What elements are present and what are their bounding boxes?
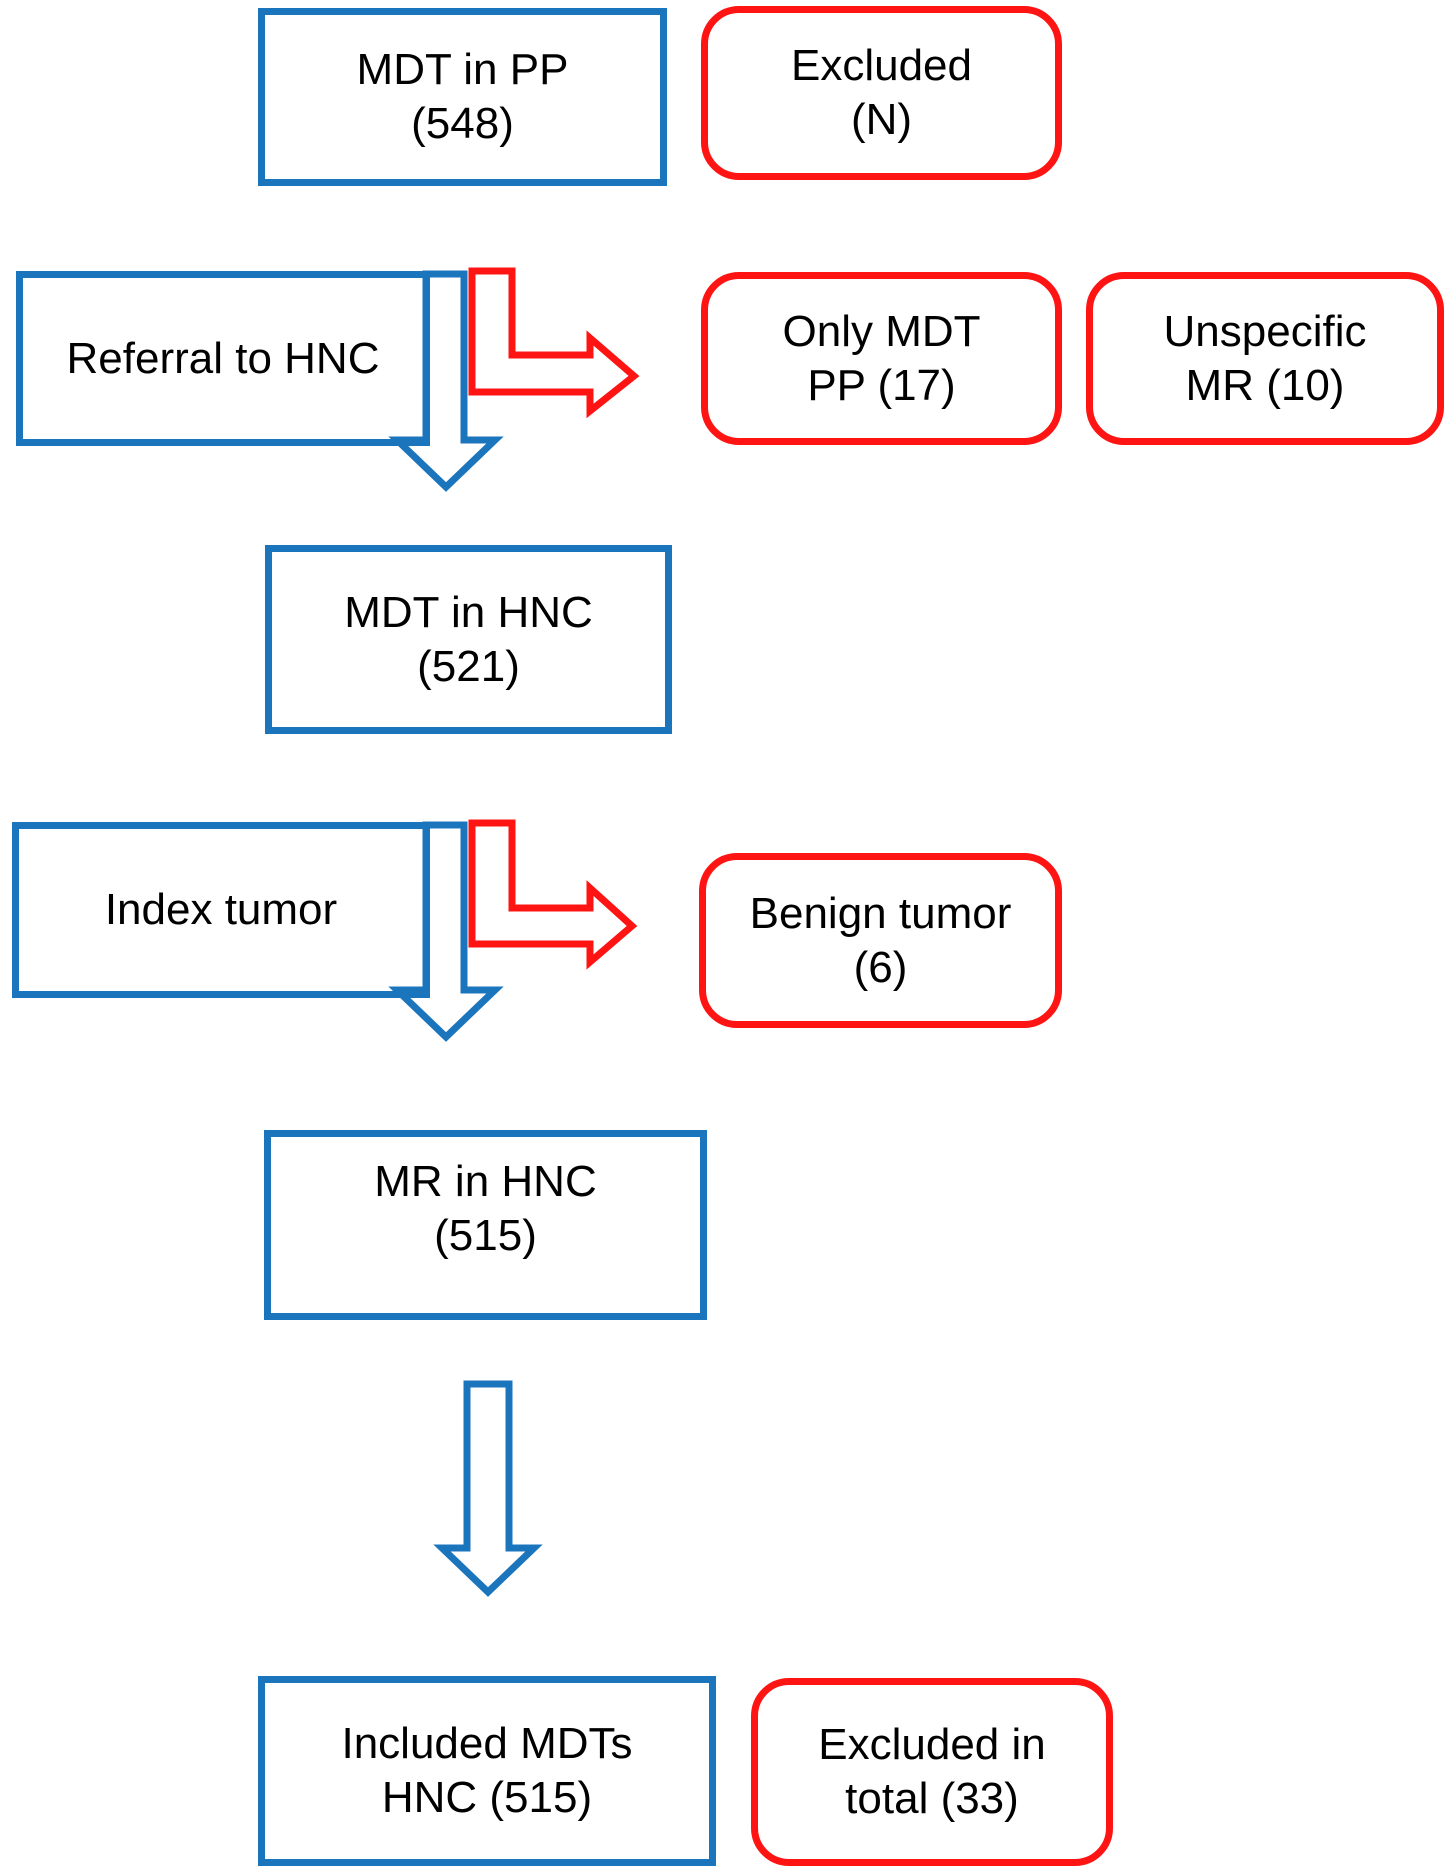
right-arrow-1 [468, 267, 640, 419]
box-index-tumor-label: Index tumor [104, 885, 338, 934]
down-arrow-2 [388, 821, 504, 1042]
box-benign-tumor: Benign tumor (6) [699, 853, 1062, 1028]
right-arrow-2 [468, 819, 638, 970]
box-excluded-n: Excluded (N) [701, 6, 1062, 180]
box-unspecific-mr-label: Unspecific MR (10) [1163, 306, 1367, 410]
box-mdt-in-hnc: MDT in HNC (521) [265, 545, 672, 734]
box-included-mdts-hnc-label: Included MDTs HNC (515) [341, 1719, 633, 1822]
box-only-mdt-pp-label: Only MDT PP (17) [782, 306, 981, 410]
box-index-tumor: Index tumor [12, 822, 430, 998]
box-only-mdt-pp: Only MDT PP (17) [701, 272, 1062, 445]
box-excluded-in-total-label: Excluded in total (33) [818, 1720, 1046, 1823]
box-unspecific-mr: Unspecific MR (10) [1086, 272, 1444, 445]
box-mr-in-hnc-label: MR in HNC (515) [374, 1157, 597, 1260]
box-referral-to-hnc: Referral to HNC [16, 271, 430, 446]
box-mdt-in-pp-label: MDT in PP (548) [356, 45, 569, 148]
down-arrow-3 [433, 1380, 543, 1597]
box-benign-tumor-label: Benign tumor (6) [749, 888, 1012, 992]
box-excluded-n-label: Excluded (N) [790, 41, 972, 144]
box-mdt-in-hnc-label: MDT in HNC (521) [344, 587, 593, 691]
box-mdt-in-pp: MDT in PP (548) [258, 8, 667, 186]
box-mr-in-hnc: MR in HNC (515) [264, 1130, 707, 1320]
box-excluded-in-total: Excluded in total (33) [751, 1678, 1113, 1866]
box-included-mdts-hnc: Included MDTs HNC (515) [258, 1676, 716, 1866]
box-referral-to-hnc-label: Referral to HNC [66, 333, 380, 383]
